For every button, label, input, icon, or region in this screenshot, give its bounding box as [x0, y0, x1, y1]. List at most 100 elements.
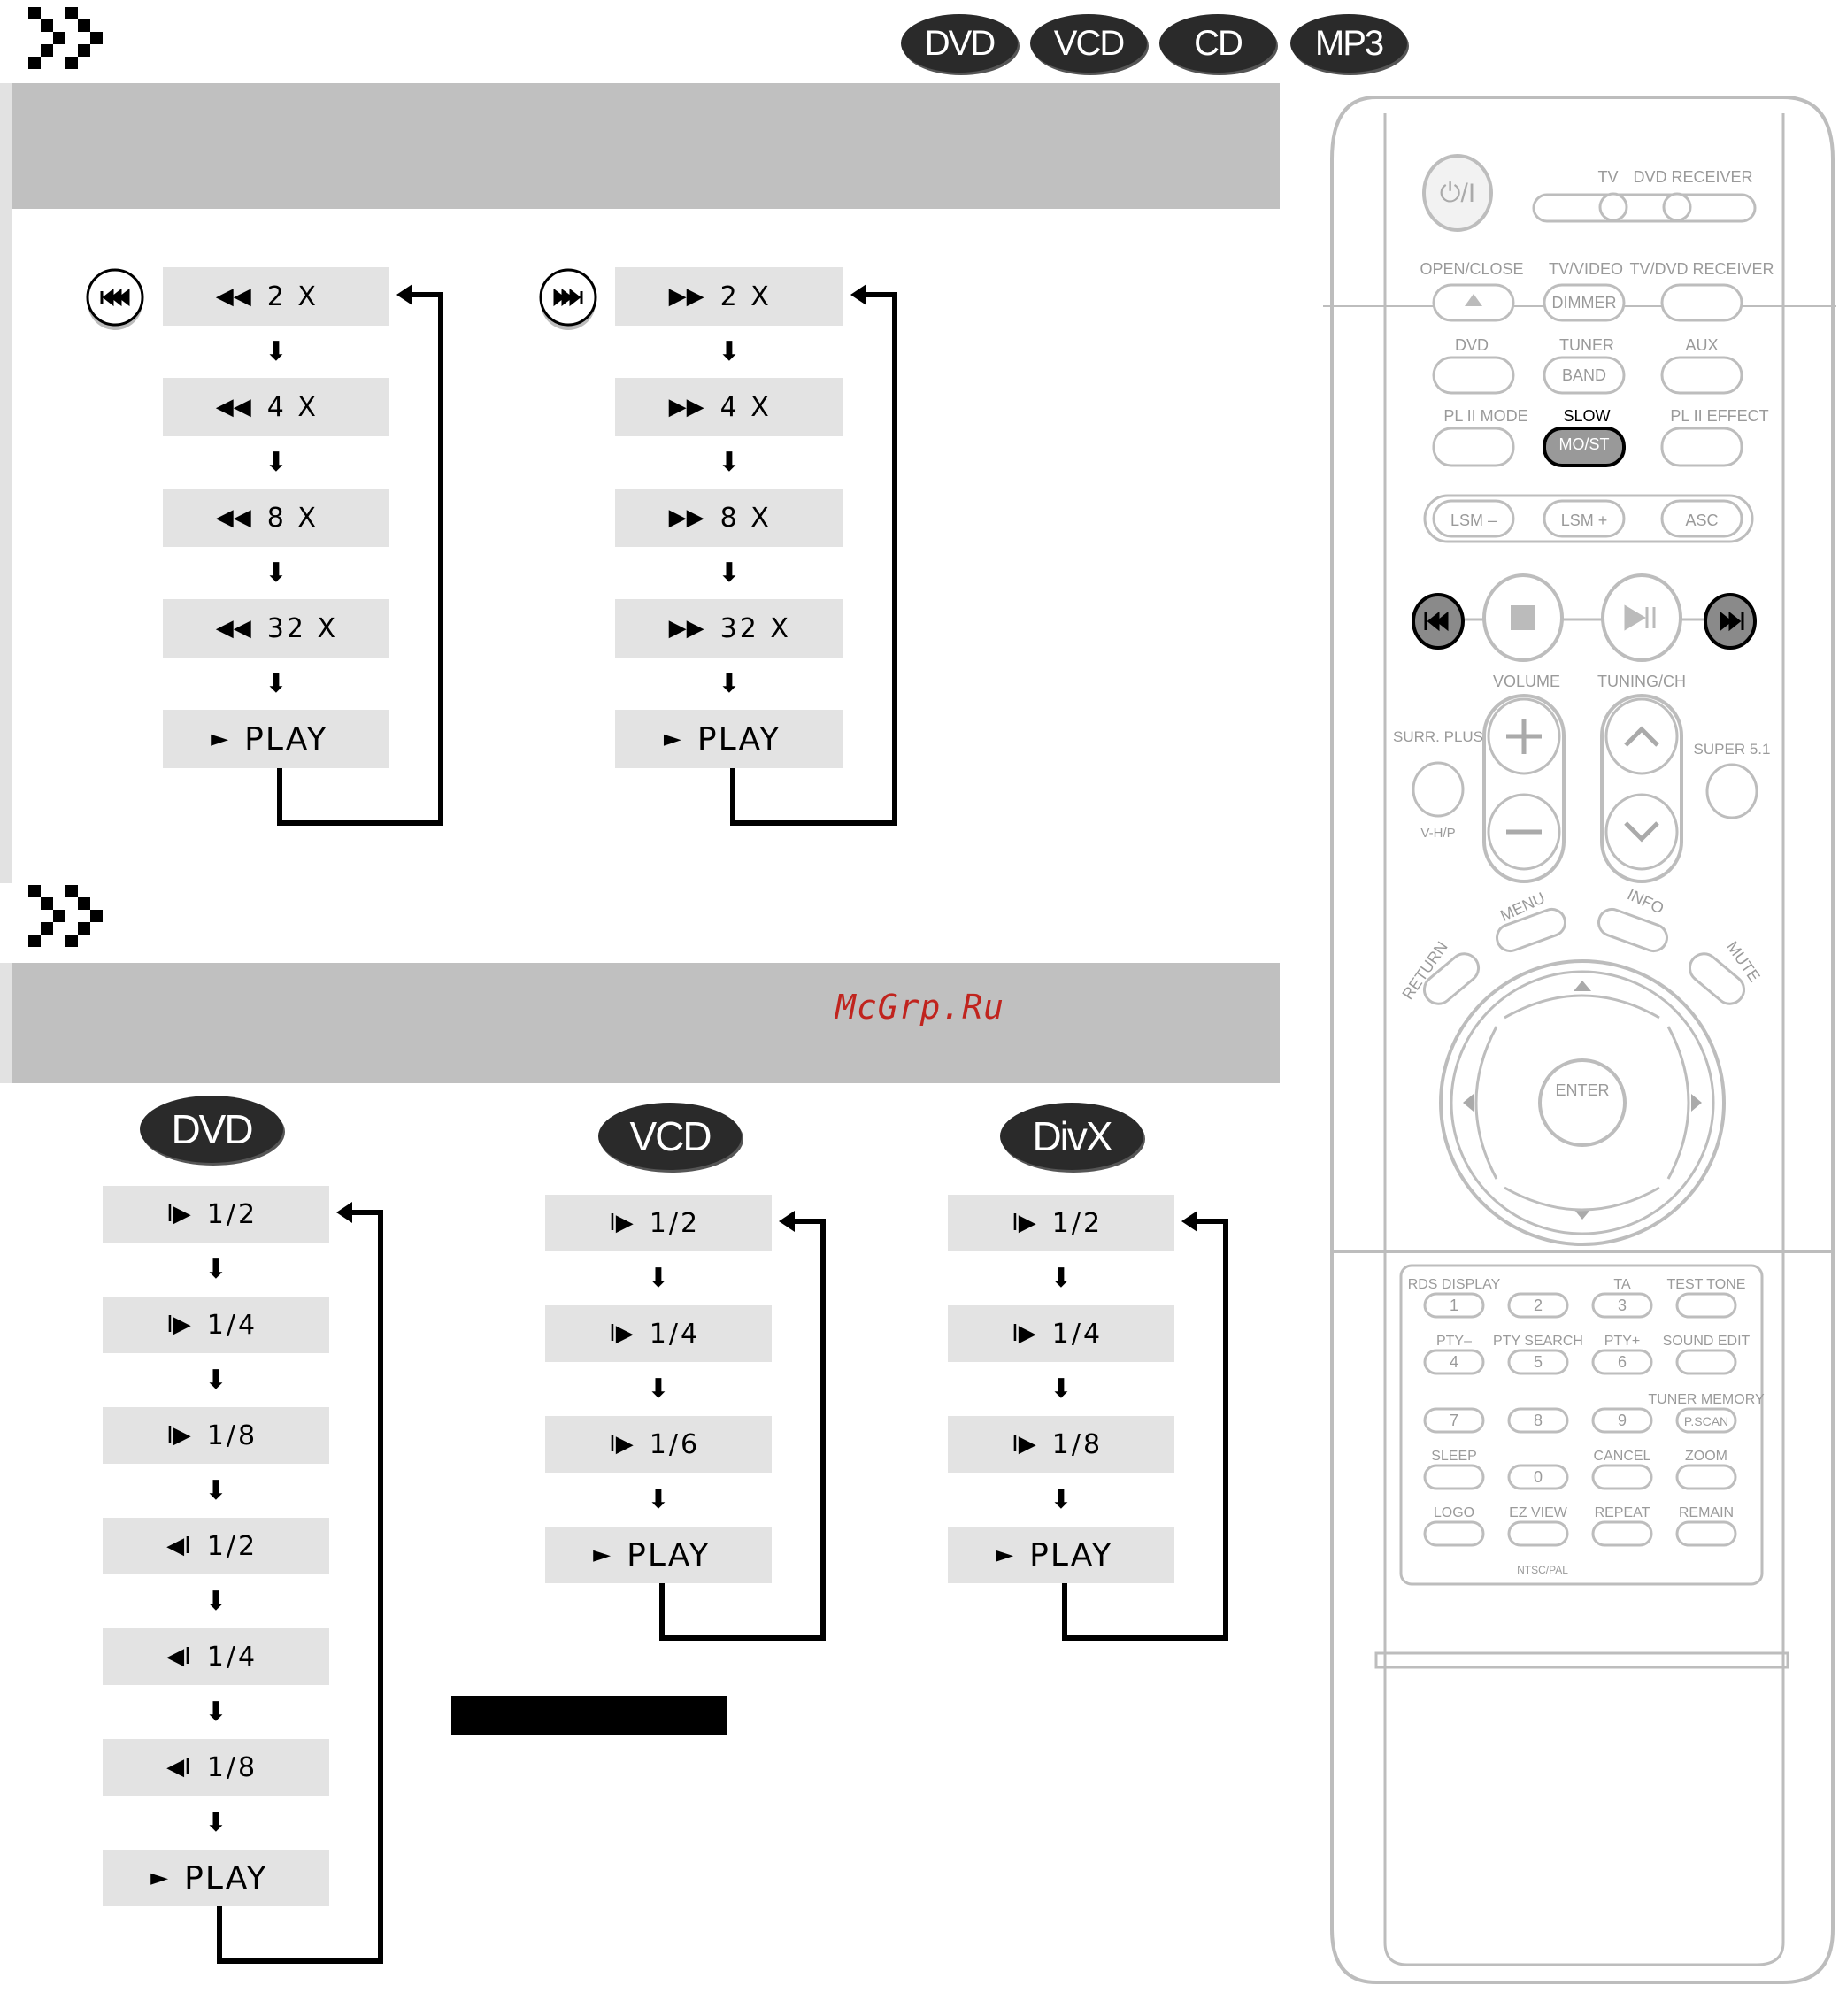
svg-text:2: 2 — [1534, 1297, 1543, 1314]
remote-numpad-key — [1591, 1464, 1653, 1490]
svg-text:NTSC/PAL: NTSC/PAL — [1517, 1564, 1568, 1576]
section-title-band — [0, 963, 1280, 1083]
step-label: 2 X — [266, 281, 319, 312]
svg-text:TA: TA — [1613, 1277, 1631, 1292]
speed-step: I▶1/8 — [103, 1407, 329, 1464]
speed-step: I▶ 1/2 — [948, 1195, 1174, 1251]
speed-direction-icon: ◀◀ — [215, 394, 251, 420]
remote-numpad-key — [1423, 1464, 1485, 1490]
down-arrow-icon: ⬇ — [647, 1262, 670, 1294]
step-label: PLAY — [244, 720, 328, 758]
speed-direction-icon: I▶ — [1012, 1210, 1036, 1236]
speed-step: I▶ 1/4 — [103, 1297, 329, 1353]
speed-step: I▶ 1/4 — [948, 1305, 1174, 1362]
svg-text:8: 8 — [1534, 1412, 1543, 1429]
remote-numpad-key — [1591, 1292, 1653, 1319]
down-arrow-icon: ⬇ — [718, 557, 741, 589]
step-label: 1/4 — [1051, 1318, 1104, 1350]
speed-direction-icon: I▶ — [1012, 1320, 1036, 1347]
step-label: 1/4 — [206, 1641, 258, 1673]
svg-text:V-H/P: V-H/P — [1420, 826, 1455, 841]
speed-direction-icon: I▶ — [166, 1312, 191, 1338]
step-label: 1/6 — [649, 1428, 701, 1460]
svg-text:P.SCAN: P.SCAN — [1684, 1414, 1728, 1428]
disc-badge-divx: DivX — [1000, 1103, 1143, 1170]
remote-skip-back-button — [1412, 593, 1465, 650]
step-label: PLAY — [696, 720, 781, 758]
left-margin-rule — [0, 963, 12, 1083]
speed-direction-icon: I▶ — [1012, 1431, 1036, 1458]
svg-text:4: 4 — [1450, 1353, 1458, 1371]
svg-text:DIMMER: DIMMER — [1552, 294, 1617, 312]
remote-numpad-key — [1591, 1349, 1653, 1375]
step-label: 2 X — [719, 281, 772, 312]
skip-back-button-icon — [86, 268, 144, 330]
step-label: 4 X — [719, 391, 772, 423]
play-icon: ► — [663, 726, 681, 752]
svg-text:TV/DVD RECEIVER: TV/DVD RECEIVER — [1629, 260, 1774, 278]
step-label: 32 X — [266, 612, 339, 644]
step-label: 32 X — [719, 612, 791, 644]
svg-text:CANCEL: CANCEL — [1594, 1449, 1651, 1464]
play-step: ► PLAY — [615, 710, 843, 768]
remote-numpad-key — [1423, 1407, 1485, 1434]
disc-badge-dvd: DVD — [901, 14, 1018, 73]
speed-direction-icon: ◀◀ — [215, 504, 251, 531]
step-label: 1/8 — [206, 1751, 258, 1783]
down-arrow-icon: ⬇ — [1050, 1373, 1073, 1404]
svg-text:OPEN/CLOSE: OPEN/CLOSE — [1420, 260, 1523, 278]
play-icon: ► — [996, 1542, 1014, 1568]
down-arrow-icon: ⬇ — [204, 1474, 227, 1506]
speed-direction-icon: ▶▶ — [668, 283, 704, 310]
step-label: 1/4 — [206, 1309, 258, 1341]
svg-text:PTY+: PTY+ — [1604, 1334, 1640, 1349]
speed-direction-icon: I▶ — [609, 1431, 634, 1458]
svg-text:7: 7 — [1450, 1412, 1458, 1429]
svg-text:PL II MODE: PL II MODE — [1443, 407, 1527, 425]
down-arrow-icon: ⬇ — [647, 1373, 670, 1404]
down-arrow-icon: ⬇ — [265, 667, 288, 699]
step-label: 1/2 — [649, 1207, 701, 1239]
remote-numpad-key — [1591, 1407, 1653, 1434]
svg-text:6: 6 — [1618, 1353, 1627, 1371]
svg-text:TUNING/CH: TUNING/CH — [1597, 673, 1686, 690]
down-arrow-icon: ⬇ — [204, 1253, 227, 1285]
svg-text:PTY–: PTY– — [1436, 1334, 1472, 1349]
svg-text:ENTER: ENTER — [1555, 1081, 1609, 1099]
svg-text:TUNER MEMORY: TUNER MEMORY — [1648, 1392, 1765, 1407]
speed-direction-icon: I▶ — [609, 1320, 634, 1347]
speed-direction-icon: I▶ — [166, 1201, 191, 1227]
step-label: 8 X — [719, 502, 772, 534]
svg-text:TUNER: TUNER — [1559, 336, 1614, 354]
speed-step: ▶▶ 2 X — [615, 267, 843, 326]
remote-numpad-key — [1507, 1349, 1569, 1375]
remote-numpad-key — [1675, 1520, 1737, 1547]
disc-badge-vcd: VCD — [598, 1103, 742, 1170]
svg-text:SLOW: SLOW — [1563, 407, 1610, 425]
disc-badge-vcd: VCD — [1030, 14, 1147, 73]
speed-step: ◀◀2 X — [163, 267, 389, 326]
disc-badge-dvd: DVD — [140, 1096, 283, 1163]
svg-text:3: 3 — [1618, 1297, 1627, 1314]
svg-text:LSM +: LSM + — [1561, 512, 1608, 529]
svg-text:SUPER 5.1: SUPER 5.1 — [1694, 741, 1771, 758]
svg-text:TV: TV — [1597, 168, 1618, 186]
speed-step: ◀◀4 X — [163, 378, 389, 436]
svg-text:LSM –: LSM – — [1450, 512, 1497, 529]
step-label: PLAY — [184, 1859, 268, 1897]
step-label: 1/4 — [649, 1318, 701, 1350]
down-arrow-icon: ⬇ — [718, 667, 741, 699]
svg-text:ASC: ASC — [1685, 512, 1718, 529]
svg-text:AUX: AUX — [1685, 336, 1718, 354]
down-arrow-icon: ⬇ — [647, 1483, 670, 1515]
svg-text:TEST TONE: TEST TONE — [1667, 1277, 1746, 1292]
step-label: 1/2 — [1051, 1207, 1104, 1239]
svg-text:RDS DISPLAY: RDS DISPLAY — [1408, 1277, 1501, 1292]
step-label: 1/8 — [1051, 1428, 1104, 1460]
play-step: ►PLAY — [948, 1527, 1174, 1583]
remote-numpad-key — [1675, 1292, 1737, 1319]
